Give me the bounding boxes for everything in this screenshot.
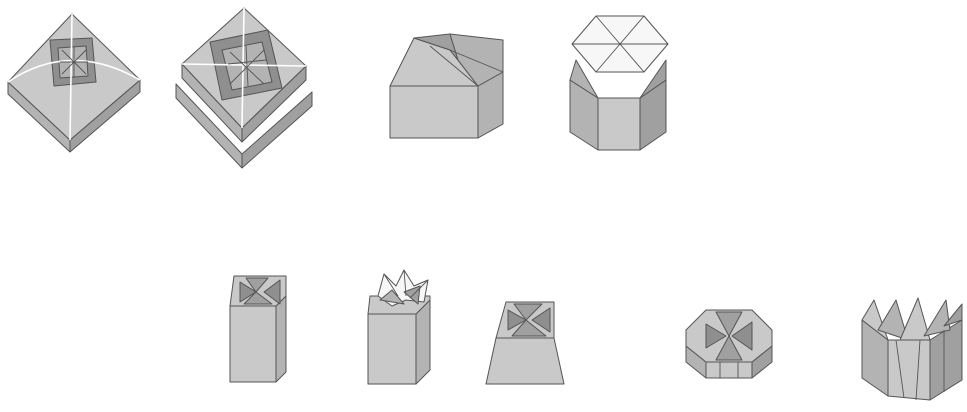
octagonal-box-pinwheel-top [686, 310, 772, 378]
square-box-twist-top [390, 34, 503, 138]
tapered-box-pinwheel-top [486, 302, 564, 384]
box-with-lid-on-base [176, 8, 312, 168]
square-box-flower-top [368, 270, 430, 384]
crown-box [862, 298, 962, 400]
box-with-lid-pyramid [8, 14, 140, 152]
square-box-pinwheel-top [230, 276, 286, 382]
hexagonal-box-open-top [570, 16, 668, 150]
